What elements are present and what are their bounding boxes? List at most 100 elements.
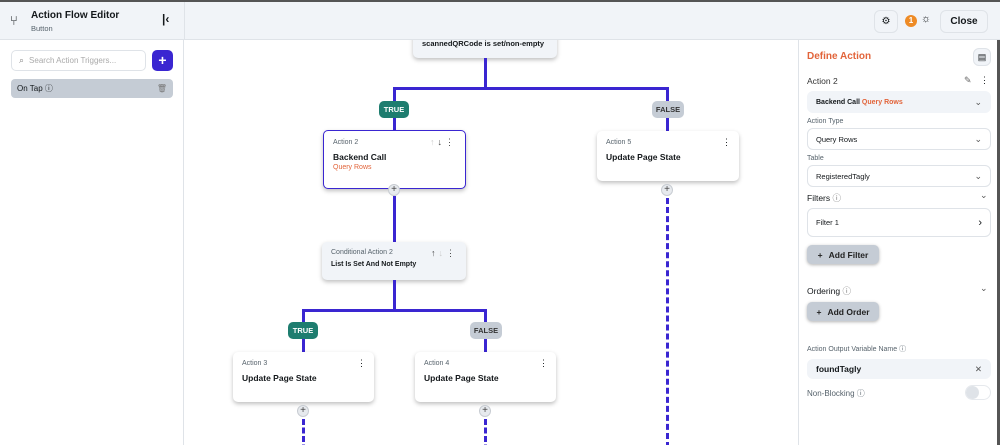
table-value: RegisteredTagly [816, 171, 870, 181]
chevron-down-icon: ⌄ [974, 170, 982, 181]
action-2-card[interactable]: Action 2 Backend Call Query Rows ↑↓⋮ [323, 130, 466, 189]
more-vert-icon[interactable]: ⋮ [980, 75, 989, 85]
docs-button[interactable]: ▤ [973, 48, 991, 66]
trash-icon[interactable]: 🗑 [156, 84, 167, 93]
collapse-left-icon[interactable]: |‹ [162, 12, 170, 26]
more-vert-icon[interactable]: ⋮ [446, 248, 458, 258]
triggers-panel: ⌕ Search Action Triggers... + On Tap ⓘ 🗑 [0, 40, 184, 445]
conditional-action-2-card[interactable]: Conditional Action 2 List Is Set And Not… [322, 242, 466, 280]
add-action-button[interactable]: + [661, 184, 673, 196]
true-badge: TRUE [288, 322, 318, 339]
action-name: Action 2 [807, 76, 838, 86]
connector [393, 280, 396, 311]
define-action-panel: Define Action ▤ Action 2 ✎ ⋮ Backend Cal… [798, 40, 1000, 445]
add-action-button[interactable]: + [479, 405, 491, 417]
table-dropdown[interactable]: RegisteredTagly ⌄ [807, 165, 991, 187]
info-icon: ⓘ [44, 84, 53, 93]
output-label: Action Output Variable Name ⓘ [807, 346, 907, 353]
action-title: Update Page State [606, 152, 681, 162]
action-type-value: Query Rows [816, 134, 858, 144]
trigger-on-tap[interactable]: On Tap ⓘ 🗑 [11, 79, 173, 98]
table-label: Table [807, 155, 824, 162]
divider [184, 2, 185, 40]
arrow-down-icon[interactable]: ↓ [438, 248, 446, 258]
action-3-card[interactable]: Action 3 Update Page State ⋮ [233, 352, 374, 402]
search-input[interactable]: ⌕ Search Action Triggers... [11, 50, 146, 71]
brain-icon: ⚙ [881, 16, 891, 27]
condition-text: List Is Set And Not Empty [331, 261, 417, 268]
false-badge: FALSE [470, 322, 502, 339]
action-title: Backend Call [333, 152, 387, 162]
more-vert-icon[interactable]: ⋮ [722, 137, 731, 147]
add-filter-label: Add Filter [828, 249, 869, 260]
action-number: Action 4 [424, 360, 450, 367]
search-placeholder: Search Action Triggers... [29, 56, 117, 65]
arrow-up-icon[interactable]: ↑ [431, 248, 439, 258]
ordering-header[interactable]: Ordering ⓘ [807, 285, 851, 297]
move-actions[interactable]: ↑↓⋮ [431, 248, 458, 259]
edit-icon[interactable]: ✎ [964, 75, 972, 85]
filter-label: Filter 1 [816, 218, 839, 227]
arrow-down-icon[interactable]: ↓ [437, 137, 445, 147]
chevron-down-icon: ⌄ [974, 133, 982, 144]
connector [393, 196, 396, 243]
trigger-label: On Tap [17, 84, 43, 93]
action-title: Update Page State [242, 373, 317, 383]
dashed-connector [302, 419, 305, 445]
action-number: Conditional Action 2 [331, 249, 393, 256]
clear-icon[interactable]: ✕ [974, 363, 982, 374]
action-number: Action 3 [242, 360, 268, 367]
condition-node[interactable]: scannedQRCode is set/non-empty [413, 40, 557, 58]
dashed-connector [484, 419, 487, 445]
filters-header[interactable]: Filters ⓘ [807, 192, 841, 204]
action-title: Update Page State [424, 373, 499, 383]
chevron-down-icon[interactable]: ⌄ [980, 283, 988, 293]
close-button[interactable]: Close [940, 10, 988, 33]
move-actions[interactable]: ↑↓⋮ [430, 137, 457, 148]
add-action-button[interactable]: + [297, 405, 309, 417]
info-icon: ⓘ [842, 286, 851, 296]
filters-label: Filters [807, 193, 831, 203]
more-vert-icon[interactable]: ⋮ [357, 358, 366, 368]
top-bar: ⑂ Action Flow Editor Button |‹ ⚙ 1 ☼ Clo… [0, 0, 1000, 40]
action-type-dropdown[interactable]: Query Rows ⌄ [807, 128, 991, 150]
false-badge: FALSE [652, 101, 684, 118]
connector [484, 58, 487, 89]
action-5-card[interactable]: Action 5 Update Page State ⋮ [597, 131, 739, 181]
action-number: Action 2 [333, 139, 359, 146]
action-subtitle: Query Rows [333, 164, 372, 171]
chevron-down-icon[interactable]: ⌄ [980, 190, 988, 200]
add-filter-button[interactable]: +Add Filter [807, 245, 879, 264]
chevron-right-icon: › [978, 216, 982, 229]
add-trigger-button[interactable]: + [152, 50, 173, 71]
output-value: foundTagly [816, 364, 862, 374]
more-vert-icon[interactable]: ⋮ [445, 137, 457, 147]
editor-title: Action Flow Editor [31, 10, 120, 21]
flow-icon: ⑂ [10, 13, 18, 28]
ai-assist-button[interactable]: ⚙ [874, 10, 898, 33]
more-vert-icon[interactable]: ⋮ [539, 358, 548, 368]
action-type-text: Backend Call [816, 98, 860, 106]
non-blocking-toggle[interactable] [965, 385, 991, 400]
arrow-up-icon[interactable]: ↑ [430, 137, 438, 147]
ordering-label: Ordering [807, 286, 841, 296]
chevron-down-icon: ⌄ [974, 96, 982, 107]
true-badge: TRUE [379, 101, 409, 118]
plus-icon: + [816, 306, 822, 317]
notification-badge[interactable]: 1 [905, 15, 917, 27]
action-type-label: Action Type [807, 118, 844, 125]
output-variable-input[interactable]: foundTagly ✕ [807, 359, 991, 379]
action-4-card[interactable]: Action 4 Update Page State ⋮ [415, 352, 556, 402]
add-order-button[interactable]: + Add Order [807, 302, 879, 321]
connector [302, 309, 487, 312]
filter-1-row[interactable]: Filter 1 › [807, 208, 991, 237]
action-sub-text: Query Rows [861, 98, 903, 106]
condition-text: scannedQRCode is set/non-empty [422, 40, 545, 48]
info-icon: ⓘ [832, 193, 842, 203]
bug-icon[interactable]: ☼ [921, 13, 932, 25]
document-icon: ▤ [977, 51, 987, 62]
add-order-label: Add Order [827, 306, 870, 317]
flow-canvas[interactable]: scannedQRCode is set/non-empty TRUE FALS… [184, 40, 798, 445]
action-select[interactable]: Backend Call Query Rows ⌄ [807, 91, 991, 113]
add-action-button[interactable]: + [388, 184, 400, 196]
